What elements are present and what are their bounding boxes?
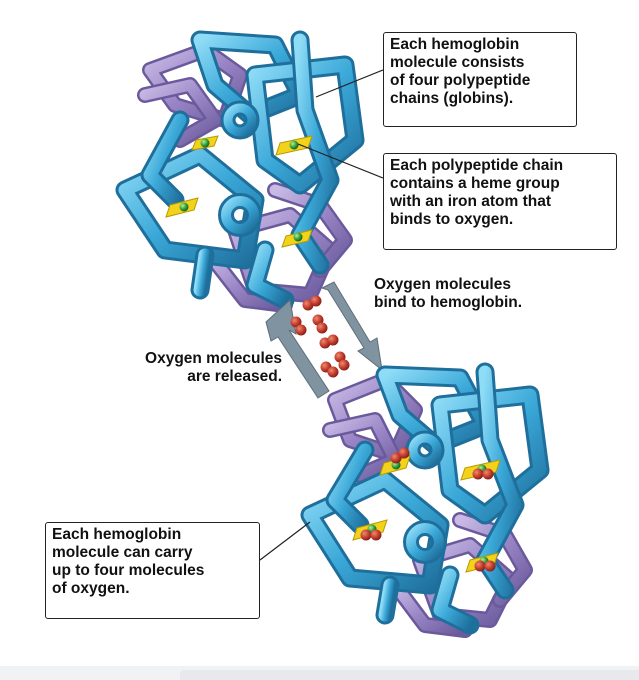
callout-heme-line: contains a heme group — [390, 175, 560, 192]
oxygen-molecule — [390, 447, 410, 464]
label-released: Oxygen molecules are released. — [100, 350, 282, 386]
oxygen-molecule — [290, 316, 307, 336]
iron-atom — [289, 140, 299, 150]
callout-carry-line: of oxygen. — [52, 580, 130, 597]
callout-globins-line: of four polypeptide — [390, 72, 531, 89]
leader-line-carry — [259, 521, 311, 561]
free-oxygen-molecules — [290, 295, 350, 378]
callout-carry-line: Each hemoglobin — [52, 526, 182, 543]
label-released-line: are released. — [187, 368, 282, 385]
bound-oxygen-molecules — [360, 447, 496, 572]
label-bind-line: Oxygen molecules — [374, 276, 511, 293]
oxygen-molecule — [472, 468, 494, 480]
label-released-line: Oxygen molecules — [145, 350, 282, 367]
callout-carry: Each hemoglobin molecule can carry up to… — [45, 522, 260, 619]
oxygen-molecule — [320, 361, 339, 378]
alpha-globin-chains-top — [115, 30, 365, 310]
callout-heme-line: Each polypeptide chain — [390, 157, 564, 174]
alpha-globin-chains-bottom — [300, 362, 550, 635]
hemoglobin-molecule-bottom — [300, 362, 550, 638]
callout-heme: Each polypeptide chain contains a heme g… — [383, 153, 617, 250]
oxygen-molecule — [360, 529, 382, 541]
bind-arrow — [320, 281, 383, 372]
bottom-bar-panel — [180, 670, 639, 680]
oxygen-molecule — [319, 334, 339, 349]
callout-carry-line: up to four molecules — [52, 562, 205, 579]
beta-globin-chains-bottom — [322, 372, 533, 638]
oxygen-molecule — [334, 351, 350, 371]
leader-line-heme — [297, 143, 384, 179]
oxygen-molecule — [474, 560, 496, 572]
callout-globins-line: Each hemoglobin — [390, 36, 520, 53]
oxygen-molecule — [312, 314, 328, 334]
iron-atom — [293, 232, 303, 242]
hemoglobin-molecule-top — [115, 30, 365, 313]
callout-heme-line: with an iron atom that — [390, 193, 552, 210]
callout-globins: Each hemoglobin molecule consists of fou… — [383, 32, 577, 127]
iron-atom — [179, 202, 189, 212]
heme-groups-top — [165, 135, 313, 248]
label-bind: Oxygen molecules bind to hemoglobin. — [374, 276, 522, 312]
release-arrow — [265, 299, 330, 399]
label-bind-line: bind to hemoglobin. — [374, 294, 523, 311]
callout-globins-line: molecule consists — [390, 54, 525, 71]
leader-lines — [259, 69, 384, 561]
oxygen-molecule — [302, 295, 322, 311]
callout-globins-line: chains (globins). — [390, 90, 514, 107]
callout-carry-line: molecule can carry — [52, 544, 193, 561]
iron-atom — [200, 138, 210, 148]
callout-heme-line: binds to oxygen. — [390, 211, 514, 228]
leader-line-globins — [315, 69, 384, 98]
